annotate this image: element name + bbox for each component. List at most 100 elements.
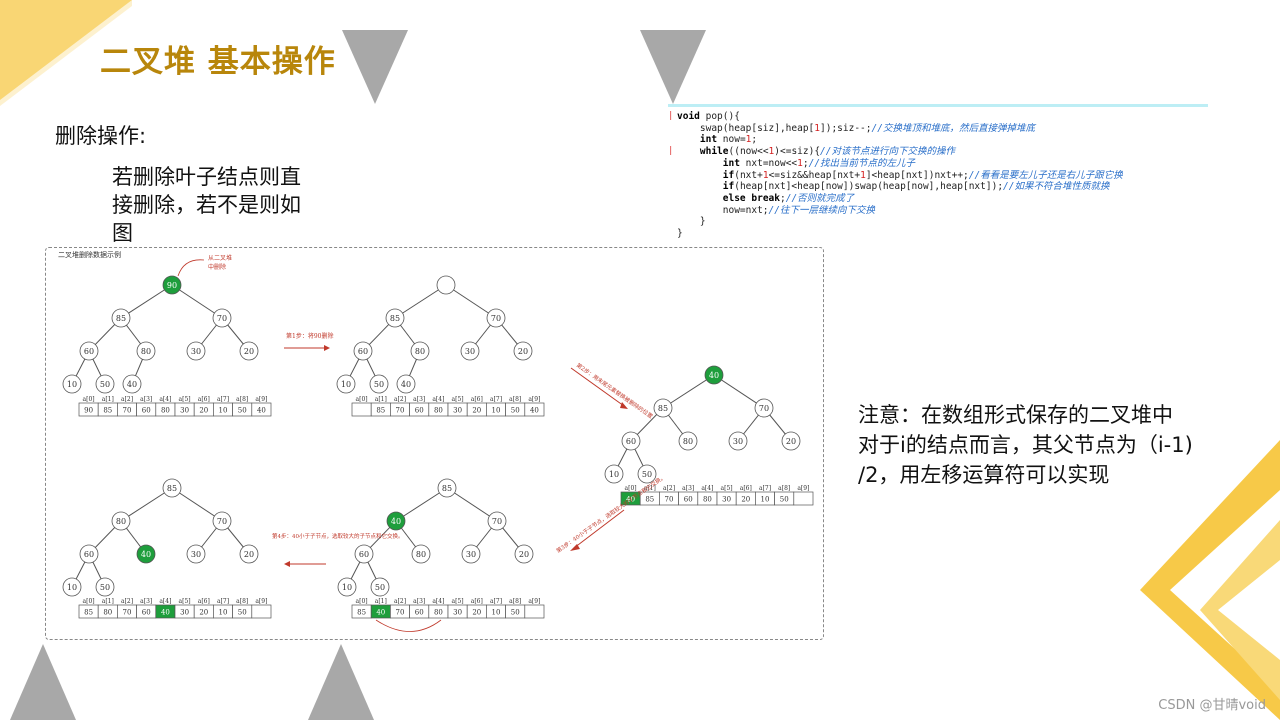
tree3-node-label: 60 <box>626 437 636 446</box>
array5-index-label: a[4] <box>159 598 171 605</box>
tree2-node <box>410 341 430 361</box>
array2-cell <box>351 402 372 417</box>
tree1-node <box>136 341 156 361</box>
tree2-node <box>353 341 373 361</box>
tree5-node <box>212 511 232 531</box>
array4-cell <box>524 604 545 619</box>
code-line: int nxt=now<<1;//找出当前节点的左儿子 <box>722 157 916 169</box>
tree5-node <box>186 544 206 564</box>
section-label: 删除操作: <box>55 124 147 148</box>
code-line: void pop(){ <box>677 111 740 122</box>
tree1-node <box>79 341 99 361</box>
tree2-node <box>460 341 480 361</box>
array4-index-label: a[5] <box>452 598 464 605</box>
tree3-node <box>653 398 673 418</box>
array1-index-label: a[6] <box>198 396 210 403</box>
tree4-node-label: 40 <box>391 517 401 526</box>
tree4-node <box>337 577 357 597</box>
array2-index-label: a[9] <box>528 396 540 403</box>
tree4-node <box>487 511 507 531</box>
array1-index-label: a[8] <box>236 396 248 403</box>
tree1-node-label: 30 <box>191 347 201 356</box>
array1-index-label: a[0] <box>83 396 95 403</box>
array3-index-label: a[7] <box>759 485 771 492</box>
array3-cell-value: 60 <box>684 496 693 504</box>
array3-cell-value: 30 <box>722 496 731 504</box>
array4-cell-value: 85 <box>357 609 366 617</box>
tree5-node <box>162 478 182 498</box>
tree1-edge <box>171 284 223 319</box>
tree2-node <box>396 374 416 394</box>
array3-index-label: a[0] <box>625 485 637 492</box>
array3-index-label: a[2] <box>663 485 675 492</box>
array3-cell-value: 85 <box>645 496 654 504</box>
tree1-node <box>95 374 115 394</box>
triangle-decoration-4 <box>308 644 374 720</box>
array5-index-label: a[0] <box>83 598 95 605</box>
note-text: 注意：在数组形式保存的二叉堆中 对于i的结点而言，其父节点为（i-1) /2，用… <box>858 400 1258 490</box>
tree1-node <box>111 308 131 328</box>
array2-index-label: a[6] <box>471 396 483 403</box>
tree5-node <box>95 577 115 597</box>
annotation-top-arrow <box>177 259 205 277</box>
note-line-1: 注意：在数组形式保存的二叉堆中 <box>858 403 1173 427</box>
array2-index-label: a[8] <box>509 396 521 403</box>
array1-cell-value: 60 <box>142 407 151 415</box>
array2-index-label: a[4] <box>432 396 444 403</box>
array2-cell-value: 50 <box>511 407 520 415</box>
code-line: if(nxt+1<=siz&&heap[nxt+1]<heap[nxt])nxt… <box>722 169 1123 181</box>
step4-label: 第4步：40小于子节点，选取较大的子节点和它交换。 <box>272 532 404 540</box>
array3-cell-value: 20 <box>741 496 750 504</box>
csdn-watermark: CSDN @甘晴void <box>1158 698 1266 713</box>
array3-cell-value: 80 <box>703 496 712 504</box>
array5-index-label: a[1] <box>102 598 114 605</box>
tree1-node-label: 20 <box>244 347 254 356</box>
array4-cell-value: 30 <box>453 609 462 617</box>
array2-cell-value: 60 <box>415 407 424 415</box>
triangle-decoration-3 <box>10 644 76 720</box>
tree4-node <box>514 544 534 564</box>
array2-cell-value: 30 <box>453 407 462 415</box>
array1-cell-value: 50 <box>238 407 247 415</box>
array2-cell <box>524 402 545 417</box>
array3-index-label: a[3] <box>682 485 694 492</box>
tree1-node-label: 40 <box>127 380 137 389</box>
array3-index-label: a[5] <box>721 485 733 492</box>
array1-cell-value: 70 <box>123 407 132 415</box>
tree4-node <box>411 544 431 564</box>
array1-index-label: a[4] <box>159 396 171 403</box>
triangle-decoration-2 <box>640 30 706 104</box>
array1-index-label: a[5] <box>179 396 191 403</box>
array2-index-label: a[1] <box>375 396 387 403</box>
tree4-node <box>354 544 374 564</box>
step3-label: 第3步：40小于子节点，选取较大的子节点和它交换。 <box>555 473 667 555</box>
tree1-node <box>122 374 142 394</box>
tree3-node-label: 20 <box>786 437 796 446</box>
array4-cell-value: 60 <box>415 609 424 617</box>
code-line: int now=1; <box>699 134 758 146</box>
tree2-node <box>513 341 533 361</box>
array5-index-label: a[8] <box>236 598 248 605</box>
tree1-node <box>239 341 259 361</box>
tree4-node-label: 85 <box>442 484 452 493</box>
array4-cell-value: 80 <box>434 609 443 617</box>
swap-curve-4 <box>375 619 442 632</box>
tree3-node <box>704 365 724 385</box>
annotation-top-line2: 中删除 <box>208 263 226 271</box>
array4-index-label: a[9] <box>528 598 540 605</box>
tree4-node-label: 20 <box>519 550 529 559</box>
tree2-node-label: 10 <box>341 380 351 389</box>
array2-index-label: a[5] <box>452 396 464 403</box>
array1-cell-value: 30 <box>180 407 189 415</box>
tree3-node <box>754 398 774 418</box>
tree5-node <box>111 511 131 531</box>
array4-cell-value: 40 <box>376 609 385 617</box>
tree5-node-label: 85 <box>167 484 177 493</box>
step2-label: 第2步：用末尾元素替换被删除的位置 <box>575 361 655 420</box>
array4-index-label: a[4] <box>432 598 444 605</box>
tree1-node-label: 70 <box>217 314 227 323</box>
code-line: while((now<<1)<=siz){//对该节点进行向下交换的操作 <box>699 146 955 158</box>
array4-index-label: a[7] <box>490 598 502 605</box>
annotation-top-line1: 从二叉堆 <box>208 254 232 262</box>
